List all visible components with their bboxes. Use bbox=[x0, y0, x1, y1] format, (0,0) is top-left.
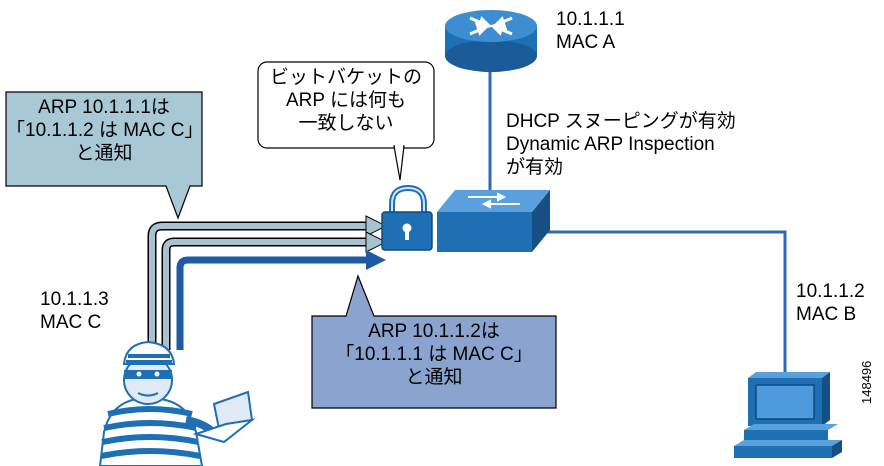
callout-arp-to-router-text: ARP 10.1.1.1は 「10.1.1.2 は MAC C」 と通知 bbox=[6, 96, 204, 165]
arp-arrow-dark bbox=[176, 250, 386, 350]
router-ip: 10.1.1.1 bbox=[556, 9, 625, 30]
callout-bitbucket-line-3: 一致しない bbox=[298, 113, 394, 134]
router-icon bbox=[445, 10, 537, 72]
attacker-label: 10.1.1.3 MAC C bbox=[40, 288, 109, 334]
computer-icon bbox=[734, 372, 842, 458]
attacker-mac: MAC C bbox=[40, 312, 102, 333]
callout-arp-to-router bbox=[5, 91, 203, 220]
switch-host-link bbox=[540, 230, 787, 378]
switch-icon bbox=[437, 190, 550, 252]
callout-arp-to-host-line-3: と通知 bbox=[405, 367, 463, 388]
switch-feature-dai: Dynamic ARP Inspection bbox=[506, 134, 715, 155]
router-mac: MAC A bbox=[556, 32, 616, 53]
lock-icon bbox=[381, 184, 433, 251]
callout-bitbucket bbox=[257, 61, 435, 181]
host-b-label: 10.1.1.2 MAC B bbox=[796, 280, 865, 326]
callout-arp-to-host-text: ARP 10.1.1.2は 「10.1.1.1 は MAC C」 と通知 bbox=[312, 320, 556, 389]
callout-arp-to-host-line-1: ARP 10.1.1.2は bbox=[368, 321, 500, 342]
host-b-ip: 10.1.1.2 bbox=[796, 281, 865, 302]
callout-arp-to-router-line-1: ARP 10.1.1.1は bbox=[38, 97, 170, 118]
switch-feature-dhcp-snooping: DHCP スヌーピングが有効 bbox=[506, 111, 736, 132]
attacker-ip: 10.1.1.3 bbox=[40, 289, 109, 310]
switch-features-label: DHCP スヌーピングが有効 Dynamic ARP Inspection が有… bbox=[506, 110, 736, 179]
callout-arp-to-host bbox=[311, 274, 557, 409]
router-label: 10.1.1.1 MAC A bbox=[556, 8, 625, 54]
callout-arp-to-host-line-2: 「10.1.1.1 は MAC C」 bbox=[335, 344, 533, 365]
callout-arp-to-router-line-2: 「10.1.1.2 は MAC C」 bbox=[6, 120, 204, 141]
thief-icon bbox=[98, 340, 256, 466]
arp-arrow-light bbox=[147, 215, 388, 350]
network-links bbox=[488, 72, 787, 378]
callout-arp-to-router-line-3: と通知 bbox=[75, 143, 133, 164]
host-b-mac: MAC B bbox=[796, 304, 857, 325]
switch-feature-enabled: が有効 bbox=[506, 157, 564, 178]
callout-bitbucket-text: ビットバケットの ARP には何も 一致しない bbox=[258, 66, 434, 135]
arp-arrow-mid bbox=[161, 231, 388, 350]
callout-bitbucket-line-2: ARP には何も bbox=[285, 90, 406, 111]
figure-id: 148496 bbox=[859, 360, 874, 404]
callout-bitbucket-line-1: ビットバケットの bbox=[269, 67, 422, 88]
